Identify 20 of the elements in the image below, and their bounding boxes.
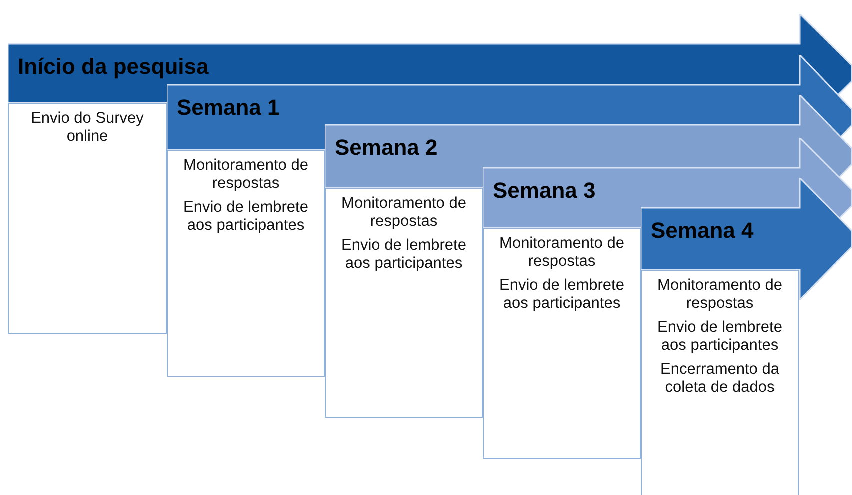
task-text: Monitoramento de respostas <box>340 195 468 231</box>
task-box <box>325 188 483 418</box>
task-text: Envio do Survey online <box>30 110 145 146</box>
stage-heading: Semana 4 <box>651 218 754 244</box>
task-box <box>483 228 641 459</box>
task-text: Envio de lembrete aos participantes <box>498 277 626 313</box>
stage-heading: Semana 1 <box>177 95 280 121</box>
task-text: Monitoramento de respostas <box>498 235 626 271</box>
stage-heading: Semana 3 <box>493 178 596 204</box>
task-box <box>8 103 167 334</box>
task-text: Envio de lembrete aos participantes <box>182 199 310 235</box>
task-text: Envio de lembrete aos participantes <box>656 319 784 355</box>
task-box <box>167 150 325 377</box>
stage-heading: Início da pesquisa <box>18 54 209 80</box>
task-text: Encerramento da coleta de dados <box>660 361 780 397</box>
task-text: Envio de lembrete aos participantes <box>340 237 468 273</box>
stage-heading: Semana 2 <box>335 135 438 161</box>
task-text: Monitoramento de respostas <box>656 277 784 313</box>
task-text: Monitoramento de respostas <box>182 157 310 193</box>
task-box <box>641 270 799 495</box>
